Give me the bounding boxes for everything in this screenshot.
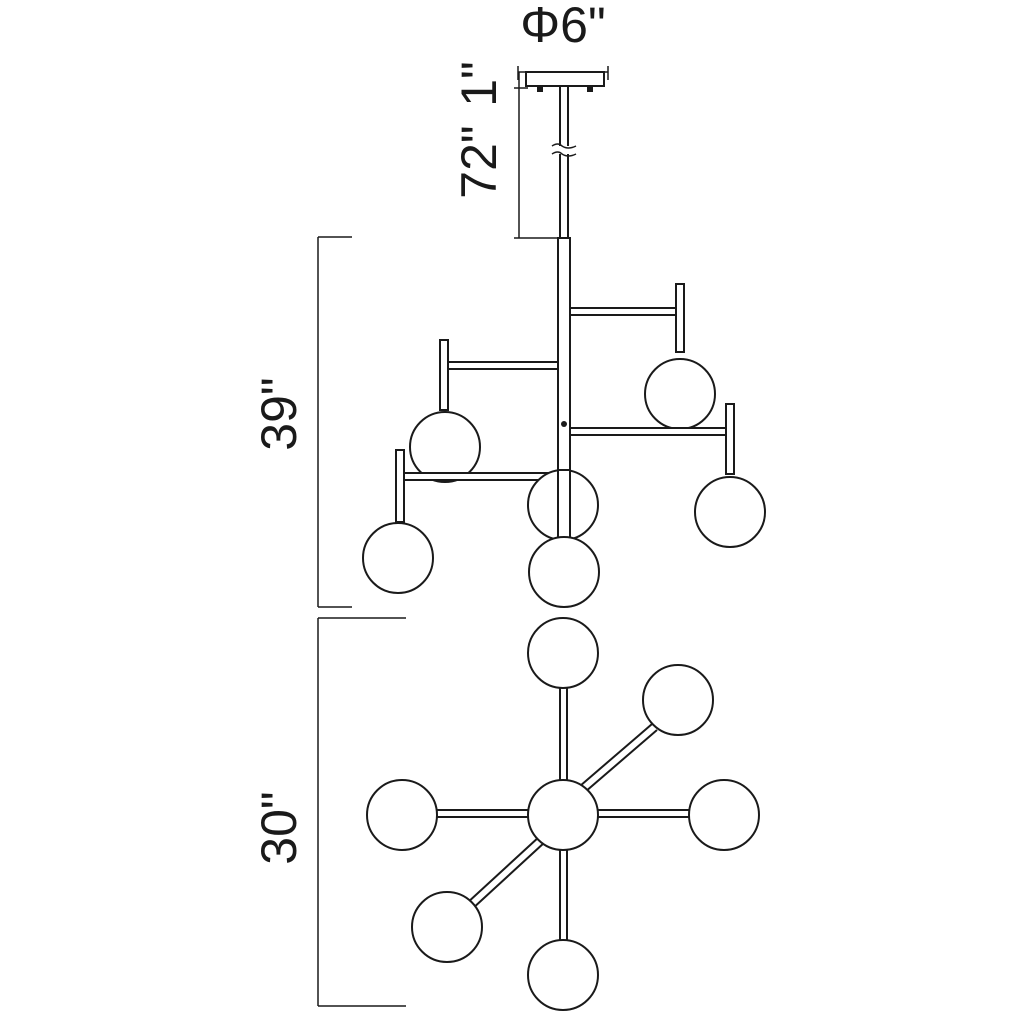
dimension-lines: [317, 66, 609, 1007]
center-column-front: [557, 469, 571, 539]
fixture-height-label: 39": [251, 377, 307, 450]
side-view: [362, 71, 766, 608]
globe-right-lower: [694, 476, 766, 548]
top-globe-south: [527, 939, 599, 1011]
canopy-screw-right: [587, 86, 593, 92]
top-globe-southwest: [411, 891, 483, 963]
top-view: [366, 617, 760, 1011]
top-globe-west: [366, 779, 438, 851]
globe-left-upper: [409, 411, 481, 483]
top-globe-northeast: [642, 664, 714, 736]
canopy-height-label: 1": [451, 61, 507, 107]
globe-center-bottom: [528, 536, 600, 608]
rod-break-mark-2: [551, 151, 577, 157]
globe-left-lower: [362, 522, 434, 594]
arm-right-upper: [569, 307, 679, 316]
canopy: [525, 71, 605, 87]
arm-right-lower-drop: [725, 403, 735, 475]
arm-left-upper-drop: [439, 339, 449, 411]
top-globe-center: [527, 779, 599, 851]
arm-right-lower: [569, 427, 729, 436]
fixture-width-label: 30": [251, 791, 307, 864]
arm-left-lower: [401, 472, 559, 481]
arm-right-upper-drop: [675, 283, 685, 353]
globe-right-upper: [644, 358, 716, 430]
rod-break-mark-1: [551, 143, 577, 149]
top-globe-east: [688, 779, 760, 851]
arm-left-lower-drop: [395, 449, 405, 523]
top-arm-diag-ur-b: [584, 729, 658, 793]
top-globe-north: [527, 617, 599, 689]
canopy-screw-left: [537, 86, 543, 92]
column-node-1: [561, 421, 567, 427]
top-arm-diag-ll-a: [465, 835, 541, 905]
top-arm-diag-ur-a: [579, 723, 653, 787]
canopy-diameter-label: Φ6": [520, 0, 605, 53]
rod-length-label: 72": [451, 125, 507, 198]
top-arm-diag-ll-b: [470, 841, 546, 911]
arm-left-upper: [447, 361, 559, 370]
